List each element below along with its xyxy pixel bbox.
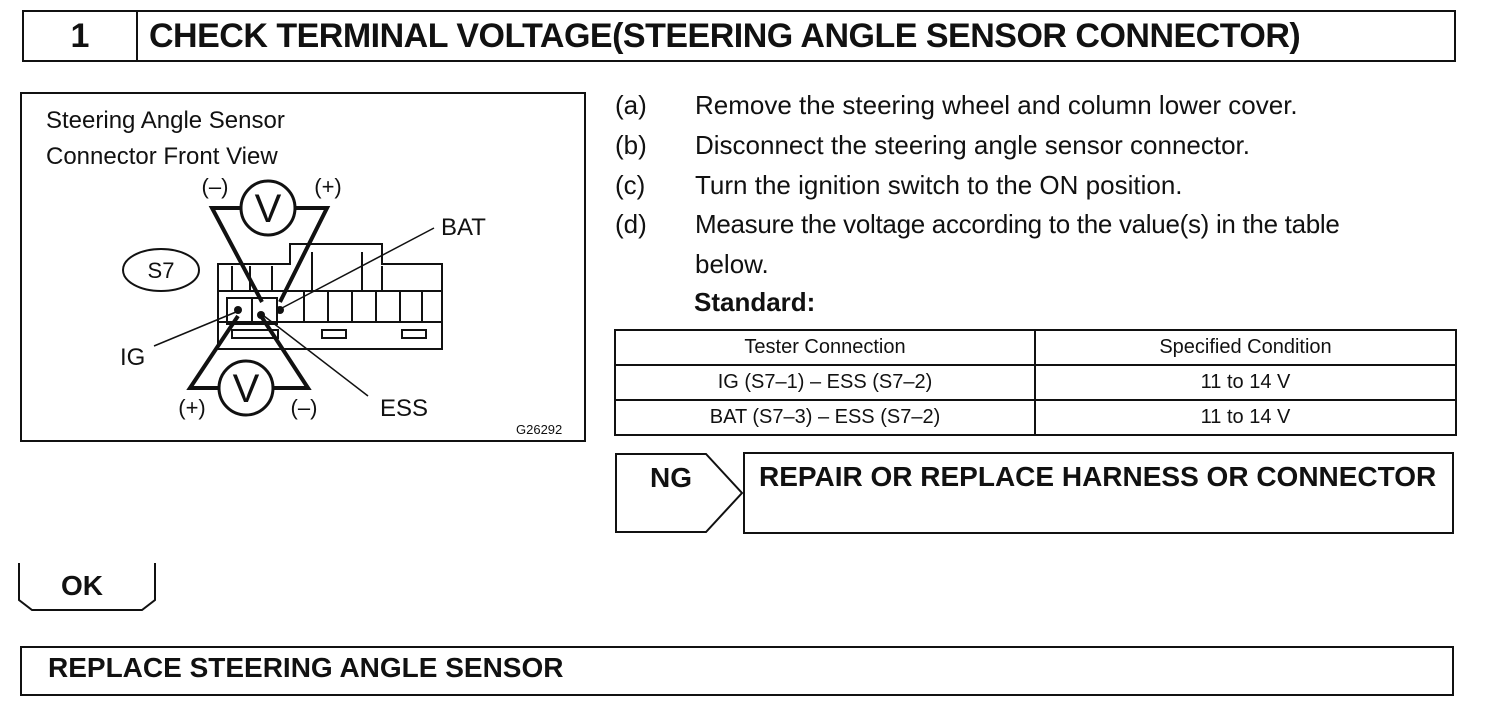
upper-voltmeter-symbol: V [255,187,282,231]
lower-voltmeter: V (+) (–) [178,314,318,420]
instruction-text: Disconnect the steering angle sensor con… [695,130,1251,160]
upper-voltmeter: V (–) (+) [202,174,342,303]
step-number: 1 [24,12,138,60]
table-cell: BAT (S7–3) – ESS (S7–2) [614,399,1036,436]
diagram-title-line2: Connector Front View [46,143,278,170]
ok-label: OK [61,570,103,601]
bat-leader-line [281,227,435,309]
table-cell: IG (S7–1) – ESS (S7–2) [614,364,1036,401]
ng-result-box: REPAIR OR REPLACE HARNESS OR CONNECTOR [743,452,1454,534]
final-action-text: REPLACE STEERING ANGLE SENSOR [48,652,564,683]
ig-leader-line [153,311,237,347]
connector-id-badge: S7 [122,248,200,292]
instruction-letter: (a) [615,90,647,120]
upper-minus-label: (–) [202,174,229,199]
instruction-text: Measure the voltage according to the val… [695,209,1340,239]
table-header-cell: Tester Connection [614,329,1036,366]
instruction-letter: (d) [615,209,647,239]
table-row: BAT (S7–3) – ESS (S7–2) 11 to 14 V [614,399,1457,436]
instruction-text-continued: below. [695,249,769,279]
diagram-title-line1: Steering Angle Sensor [46,107,285,134]
connector-body [217,243,443,350]
table-cell: 11 to 14 V [1034,364,1457,401]
ess-label: ESS [380,395,428,422]
instruction-letter: (c) [615,170,646,200]
spec-table: Tester Connection Specified Condition IG… [614,329,1457,436]
ng-label: NG [650,462,692,493]
instruction-text: Remove the steering wheel and column low… [695,90,1298,120]
table-row: IG (S7–1) – ESS (S7–2) 11 to 14 V [614,364,1457,401]
instruction-text: Turn the ignition switch to the ON posit… [695,170,1183,200]
final-action-box [20,646,1454,696]
ig-label: IG [120,344,145,371]
lower-plus-label: (+) [178,395,206,420]
bat-label: BAT [441,214,486,241]
ess-leader-line [263,315,369,397]
connector-diagram: Steering Angle Sensor Connector Front Vi… [20,92,586,442]
figure-code: G26292 [516,422,562,437]
table-header-row: Tester Connection Specified Condition [614,329,1457,366]
step-header: 1 CHECK TERMINAL VOLTAGE(STEERING ANGLE … [22,10,1456,62]
upper-plus-label: (+) [314,174,342,199]
ok-arrow-box [18,563,156,611]
step-title: CHECK TERMINAL VOLTAGE(STEERING ANGLE SE… [149,16,1301,55]
instruction-letter: (b) [615,130,647,160]
ng-result-text: REPAIR OR REPLACE HARNESS OR CONNECTOR [759,461,1437,492]
connector-id-label: S7 [148,258,175,283]
table-header-cell: Specified Condition [1034,329,1457,366]
standard-label: Standard: [694,287,816,317]
table-cell: 11 to 14 V [1034,399,1457,436]
lower-minus-label: (–) [291,395,318,420]
lower-voltmeter-symbol: V [233,367,260,411]
ng-arrow-box [615,453,744,533]
